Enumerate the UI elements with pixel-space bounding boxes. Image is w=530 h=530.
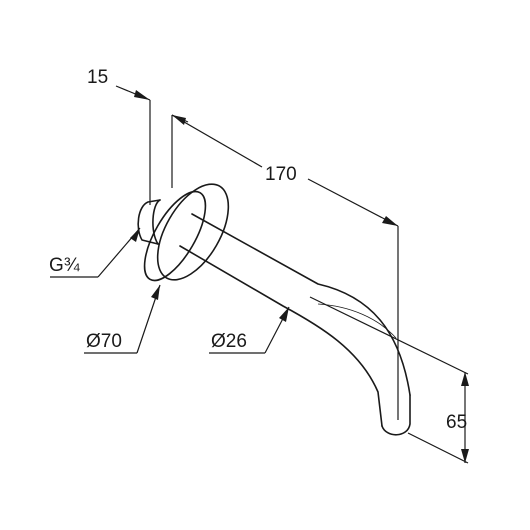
dim-o70-label: Ø70 <box>86 331 122 352</box>
dim-projection: 170 <box>171 114 399 420</box>
dim-spout: Ø26 <box>209 306 290 354</box>
dim-65-label: 65 <box>446 412 467 433</box>
flange <box>143 183 230 282</box>
dim-flange: Ø70 <box>84 284 161 354</box>
dim-15-label: 15 <box>87 67 108 88</box>
thread-connector <box>137 199 161 245</box>
dim-g34-label: G¾ <box>49 255 81 276</box>
dim-thread: G¾ <box>49 227 141 278</box>
dim-wall-thickness: 15 <box>87 67 189 205</box>
dim-drop: 65 <box>309 296 469 464</box>
dim-o26-label: Ø26 <box>211 331 247 352</box>
dim-170-label: 170 <box>265 164 297 185</box>
